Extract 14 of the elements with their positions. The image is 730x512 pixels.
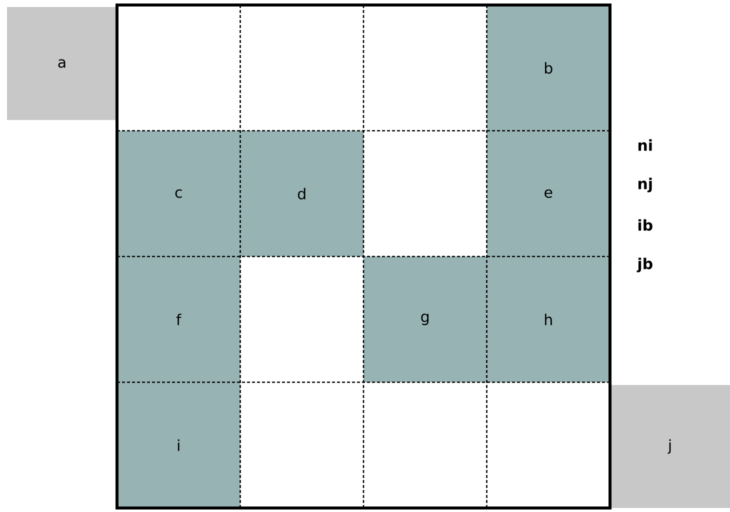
label-text: ib [638, 219, 652, 231]
shaded-cell: e [486, 130, 610, 256]
shaded-cell: c [117, 130, 240, 256]
shaded-cell: f [117, 256, 240, 382]
shaded-cell: b [486, 5, 610, 131]
label-text: ni [638, 139, 652, 151]
label-text: jb [636, 258, 652, 272]
shaded-cell: g [364, 256, 487, 382]
side-box: a [7, 7, 117, 120]
side-box: j [610, 385, 730, 508]
shaded-cell: d [240, 130, 364, 256]
label-text: nj [638, 178, 652, 192]
shaded-cell: i [117, 382, 240, 508]
shaded-cell: h [486, 256, 610, 382]
